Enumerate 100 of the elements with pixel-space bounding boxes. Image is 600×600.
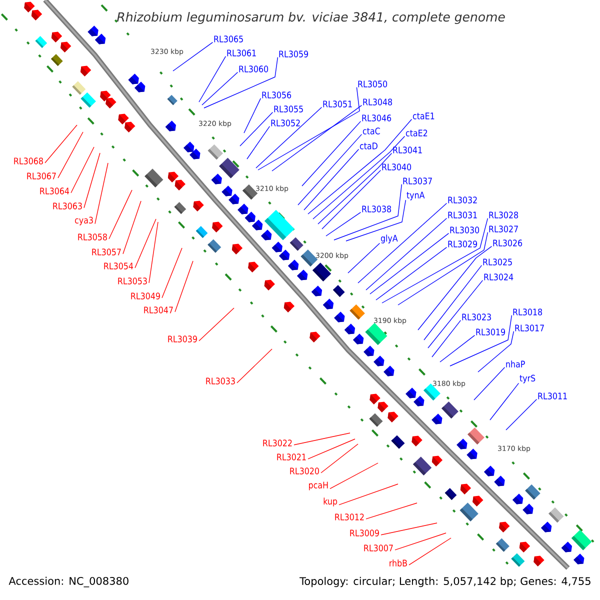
leader-line xyxy=(366,502,418,520)
gene-label: RL3053 xyxy=(118,278,147,284)
leader-line xyxy=(198,308,234,342)
leader-line xyxy=(134,218,156,268)
leader-line xyxy=(258,86,360,170)
leader-line xyxy=(44,124,78,164)
leader-line xyxy=(370,232,450,294)
gene-label: RL3011 xyxy=(538,392,567,400)
gene-label: kup xyxy=(324,498,338,506)
leader-line xyxy=(304,148,360,210)
gene-label: RL3020 xyxy=(290,468,319,474)
gene-label: RL3018 xyxy=(513,308,542,316)
gene-label: RL3017 xyxy=(515,324,544,332)
leader-line xyxy=(162,248,182,298)
leader-line xyxy=(272,104,362,172)
leader-line xyxy=(318,152,392,224)
leader-line xyxy=(424,264,482,340)
gene-label: cya3 xyxy=(75,216,93,226)
leader-line xyxy=(256,106,322,168)
leader-line xyxy=(122,200,142,254)
leader-line xyxy=(84,152,100,208)
leader-line xyxy=(432,320,462,358)
leader-line xyxy=(58,132,84,178)
gene-label: RL3007 xyxy=(364,544,393,552)
gene-label: nhaP xyxy=(506,360,525,368)
leader-line xyxy=(320,444,358,474)
leader-line xyxy=(348,242,380,274)
gene-label: RL3040 xyxy=(382,164,412,170)
leader-line xyxy=(490,382,520,420)
leader-line xyxy=(398,232,488,306)
leader-line xyxy=(450,314,512,366)
gene-label: RL3025 xyxy=(483,258,512,266)
leader-line xyxy=(236,348,272,384)
gene-label: RL3026 xyxy=(493,240,522,246)
leader-line xyxy=(108,190,132,240)
gene-label: RL3009 xyxy=(350,530,379,536)
leader-line xyxy=(204,56,278,108)
gene-label: RL3047 xyxy=(144,306,173,314)
leader-line xyxy=(366,218,448,290)
leader-line xyxy=(198,56,226,102)
gene-label: RL3037 xyxy=(403,178,432,184)
leader-line xyxy=(246,126,270,160)
leader-line xyxy=(326,212,362,236)
gene-label: RL3056 xyxy=(262,92,292,98)
gene-label: RL3029 xyxy=(448,240,478,248)
leader-line xyxy=(394,532,446,550)
gene-label: RL3021 xyxy=(277,454,306,460)
leader-line xyxy=(302,120,362,186)
leader-line xyxy=(172,42,214,72)
gene-label: RL3058 xyxy=(78,234,107,240)
gene-label: RL3061 xyxy=(227,50,256,56)
leader-line xyxy=(330,462,378,490)
leader-line xyxy=(244,98,262,134)
gene-label: RL3050 xyxy=(358,80,388,88)
leader-line xyxy=(94,162,108,224)
leader-line xyxy=(380,522,438,536)
leader-line xyxy=(382,218,488,304)
gene-label: RL3057 xyxy=(92,248,121,256)
gene-label: RL3027 xyxy=(489,226,518,232)
gene-label: RL3049 xyxy=(131,292,160,300)
leader-line xyxy=(298,134,362,206)
gene-label: RL3028 xyxy=(489,212,518,218)
gene-label: RL3012 xyxy=(335,514,364,520)
footer-text: Topology: circular; Length: 5,057,142 bp; Genes: 4,755 xyxy=(300,576,590,588)
gene-label: RL3055 xyxy=(274,106,303,112)
gene-label: RL3067 xyxy=(27,172,56,180)
footer-text: Accession: NC_008380 xyxy=(8,576,128,588)
gene-label: tynA xyxy=(406,192,425,200)
gene-label: RL3063 xyxy=(53,202,82,210)
gene-label: RL3051 xyxy=(323,100,352,108)
gene-label: RL3030 xyxy=(450,226,480,234)
gene-label: pcaH xyxy=(309,482,328,490)
leader-line xyxy=(312,136,406,220)
gene-label: RL3041 xyxy=(393,146,422,154)
gene-label: RL3031 xyxy=(448,212,477,218)
leader-line xyxy=(70,146,94,194)
leader-line xyxy=(174,260,194,312)
gene-label: RL3039 xyxy=(168,336,197,342)
leader-line xyxy=(478,330,514,372)
gene-label: RL3023 xyxy=(462,314,491,320)
gene-label: tyrS xyxy=(520,374,536,384)
leader-line xyxy=(506,398,538,430)
leader-line xyxy=(334,184,402,240)
gene-label: glyA xyxy=(380,234,398,244)
gene-label: ctaE2 xyxy=(406,130,428,136)
leader-line xyxy=(322,170,382,230)
gene-label: rhbB xyxy=(390,560,407,566)
gene-label: RL3052 xyxy=(271,120,300,126)
gene-label: RL3048 xyxy=(363,98,392,106)
leader-line xyxy=(148,222,158,284)
leader-line xyxy=(202,72,238,106)
leader-line xyxy=(358,202,448,284)
gene-label: RL3068 xyxy=(14,158,43,164)
gene-label: RL3059 xyxy=(279,50,308,58)
leader-line xyxy=(294,432,350,446)
leader-line xyxy=(408,538,452,566)
leader-line xyxy=(428,280,484,348)
gene-label: RL3054 xyxy=(104,262,134,270)
leader-line xyxy=(346,200,406,242)
leader-line xyxy=(308,438,356,460)
